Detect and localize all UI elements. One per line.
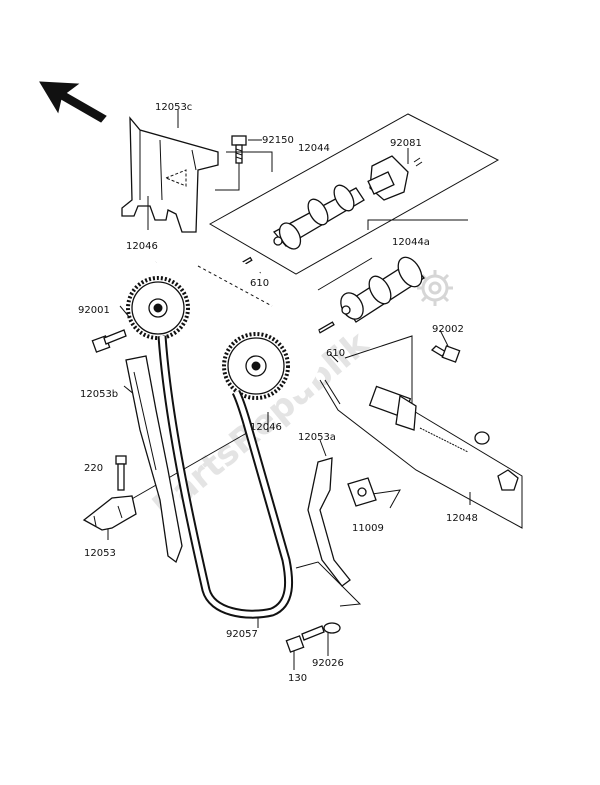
bolt-92001 [91,329,127,353]
label-12048: 12048 [446,513,478,524]
chain-guide-12053a [307,457,351,587]
chain-guide-12053b [125,355,183,564]
label-92001: 92001 [78,305,110,316]
label-12053b: 12053b [80,389,118,400]
label-130: 130 [288,673,307,684]
bolt-220 [115,455,127,491]
cam-chain-main [157,335,294,619]
label-610-top: 610 [250,278,269,289]
camshaft-12044 [272,184,365,250]
label-92026: 92026 [312,658,344,669]
gear-watermark-icon [417,270,453,306]
washer-92026 [323,622,341,634]
label-12053a: 12053a [298,432,336,443]
label-92002: 92002 [432,324,464,335]
tensioner-12048 [368,385,519,491]
label-12053: 12053 [84,548,116,559]
label-11009: 11009 [352,523,384,534]
label-92150: 92150 [262,135,294,146]
cam-cap-92081 [367,155,423,201]
label-12044a: 12044a [392,237,430,248]
label-12046-top: 12046 [126,241,158,252]
label-12053c: 12053c [155,102,192,113]
pin-610-mid [317,321,335,334]
front-direction-arrow-icon [39,81,107,123]
label-92081: 92081 [390,138,422,149]
sprocket-12046-mid [222,332,290,400]
bolt-130 [285,625,325,653]
bracket-12053c [121,116,219,233]
label-92057: 92057 [226,629,258,640]
label-12044: 12044 [298,143,330,154]
gasket-11009 [347,477,377,507]
bolt-92150 [231,135,247,164]
label-220: 220 [84,463,103,474]
label-610-mid: 610 [326,348,345,359]
bolt-92002 [430,345,461,363]
sprocket-12046-top [126,276,190,340]
chain-guide-12053 [82,495,137,531]
label-12046-mid: 12046 [250,422,282,433]
camshaft-12044a [340,256,425,323]
